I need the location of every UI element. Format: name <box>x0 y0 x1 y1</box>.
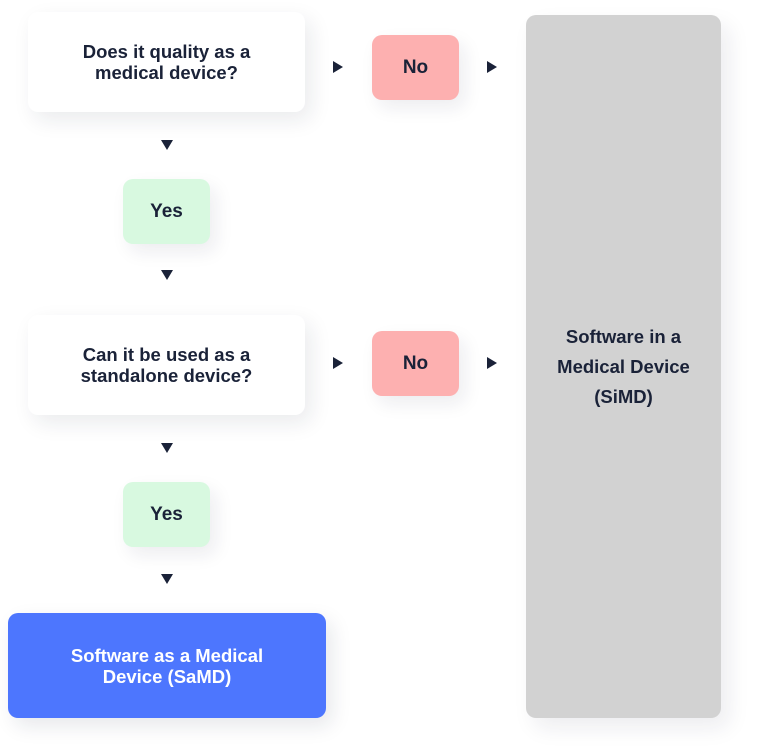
arrow-down-icon <box>161 140 173 150</box>
outcome-simd-label: Software in a Medical Device (SiMD) <box>557 325 690 407</box>
outcome-samd-label: Software as a Medical Device (SaMD) <box>70 644 264 687</box>
yes-label-2: Yes <box>150 503 183 525</box>
yes-box-1: Yes <box>123 179 210 244</box>
arrow-down-icon <box>161 443 173 453</box>
question-standalone-device: Can it be used as a standalone device? <box>28 315 305 415</box>
outcome-samd: Software as a Medical Device (SaMD) <box>8 613 326 718</box>
no-box-1: No <box>372 35 459 100</box>
arrow-right-icon <box>333 357 343 369</box>
arrow-down-icon <box>161 270 173 280</box>
no-label-2: No <box>402 352 429 374</box>
no-label-1: No <box>402 56 429 78</box>
outcome-simd: Software in a Medical Device (SiMD) <box>526 15 721 718</box>
yes-label-1: Yes <box>150 200 183 222</box>
no-box-2: No <box>372 331 459 396</box>
question-qualify-medical-device: Does it quality as a medical device? <box>28 12 305 112</box>
yes-box-2: Yes <box>123 482 210 547</box>
arrow-right-icon <box>333 61 343 73</box>
arrow-down-icon <box>161 574 173 584</box>
question-standalone-label: Can it be used as a standalone device? <box>80 344 253 386</box>
question-qualify-label: Does it quality as a medical device? <box>82 41 251 83</box>
arrow-right-icon <box>487 61 497 73</box>
arrow-right-icon <box>487 357 497 369</box>
